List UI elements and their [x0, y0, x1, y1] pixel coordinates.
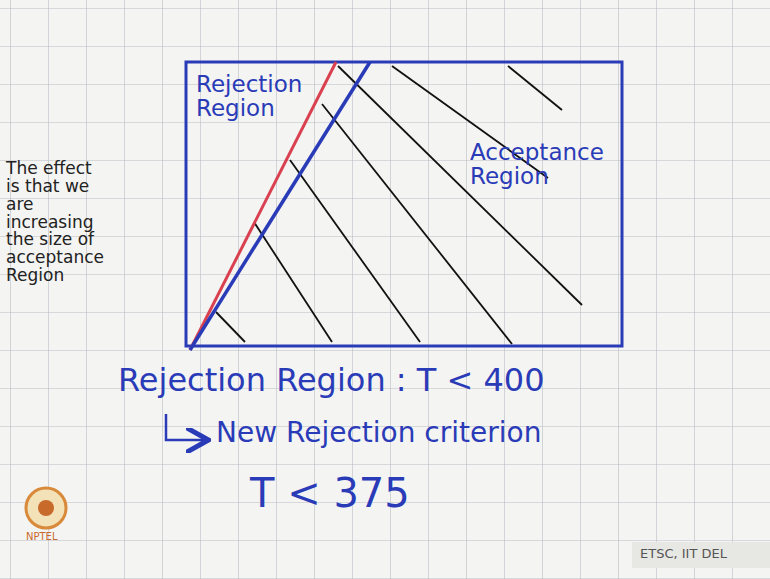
red-boundary-line — [190, 62, 336, 350]
criterion-text: New Rejection criterion — [216, 418, 541, 447]
logo-text: NPTEL — [26, 532, 58, 543]
criterion-text: Rejection Region : T < 400 — [118, 364, 545, 398]
criterion-value: T < 375 — [250, 472, 410, 514]
logo-symbol — [26, 488, 66, 528]
watermark-band — [632, 542, 770, 568]
watermark: ETSC, IIT DEL — [640, 547, 727, 561]
region-label: Acceptance Region — [470, 140, 615, 188]
blue-boundary-line — [190, 62, 370, 350]
region-label: Rejection Region — [196, 72, 316, 120]
note-text: The effect is that we are increasing the… — [6, 160, 106, 285]
plot-frame — [186, 62, 622, 346]
arrow-symbol — [166, 414, 206, 440]
